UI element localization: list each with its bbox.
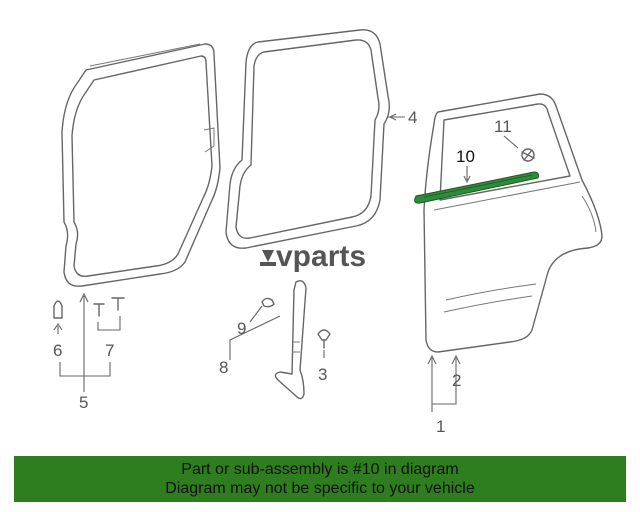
logo-text: vparts: [276, 240, 366, 273]
plug-part-6[interactable]: [53, 300, 63, 319]
callout-label-7: 7: [105, 341, 114, 360]
leader-lines: [53, 113, 519, 412]
info-banner: Part or sub-assembly is #10 in diagram D…: [14, 456, 626, 502]
callout-label-8: 8: [219, 358, 228, 377]
callout-label-4: 4: [408, 108, 417, 127]
clip-part-9[interactable]: [261, 297, 275, 308]
clips-part-7[interactable]: [93, 297, 125, 317]
callout-label-5: 5: [79, 393, 88, 412]
callout-label-1: 1: [436, 417, 445, 436]
belt-moulding-part-10[interactable]: [414, 171, 539, 204]
banner-line-1: Part or sub-assembly is #10 in diagram: [181, 461, 459, 478]
rear-door-shell-part-1[interactable]: [423, 93, 603, 353]
callout-label-2: 2: [452, 371, 461, 390]
callout-label-6: 6: [53, 341, 62, 360]
banner-line-2: Diagram may not be specific to your vehi…: [165, 480, 475, 497]
callout-label-9: 9: [237, 319, 246, 338]
door-weatherstrip-part-4[interactable]: [225, 29, 391, 249]
channel-part-8[interactable]: [274, 280, 307, 400]
clip-part-3[interactable]: [317, 329, 331, 349]
callout-label-10: 10: [456, 147, 475, 166]
clip-part-11[interactable]: [521, 148, 535, 162]
callout-label-11: 11: [494, 117, 512, 136]
door-opening-weatherstrip-part-5[interactable]: [61, 43, 221, 287]
callout-label-3: 3: [318, 365, 327, 384]
vparts-logo: vparts: [260, 240, 366, 273]
